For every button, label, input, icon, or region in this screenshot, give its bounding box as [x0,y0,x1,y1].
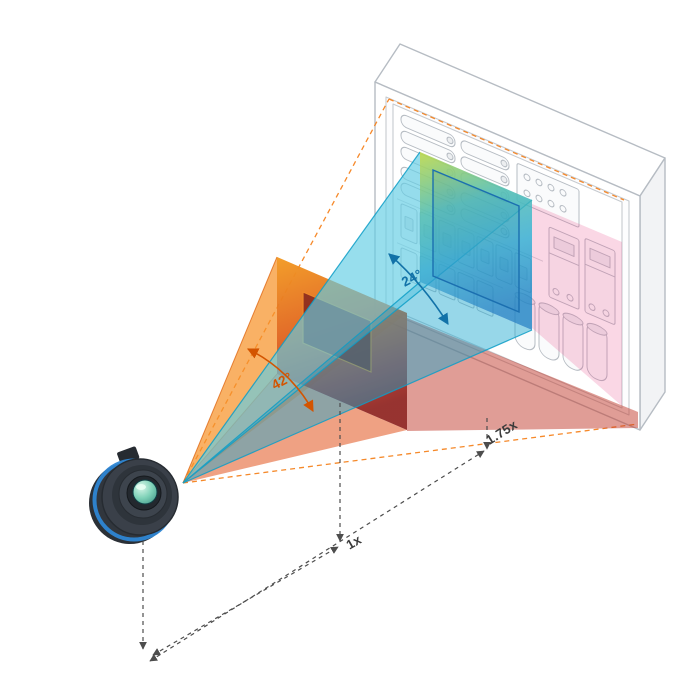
narrow-cone-bottom-face [183,282,532,483]
wide-target-inner-rect [302,291,372,373]
far-distance-ray [149,450,485,662]
panel-pink-tint [532,204,622,406]
distance-measurements [139,403,491,662]
wide-cone-edge-top [182,256,278,484]
thermal-camera [89,446,179,544]
wide-angle-arc [246,348,314,412]
near-distance-label: 1x [343,532,364,553]
wide-fov-red-extension [407,318,638,431]
camera-lens-glass [132,479,158,505]
narrow-target-inner-rect [432,168,520,314]
wide-ray-panel-top-edge [388,98,625,201]
panel-right-face [639,157,666,431]
camera-lens-highlight [136,484,146,490]
narrow-angle-arc [388,253,449,325]
narrow-fov-angle-annotation: 24° [388,253,449,325]
